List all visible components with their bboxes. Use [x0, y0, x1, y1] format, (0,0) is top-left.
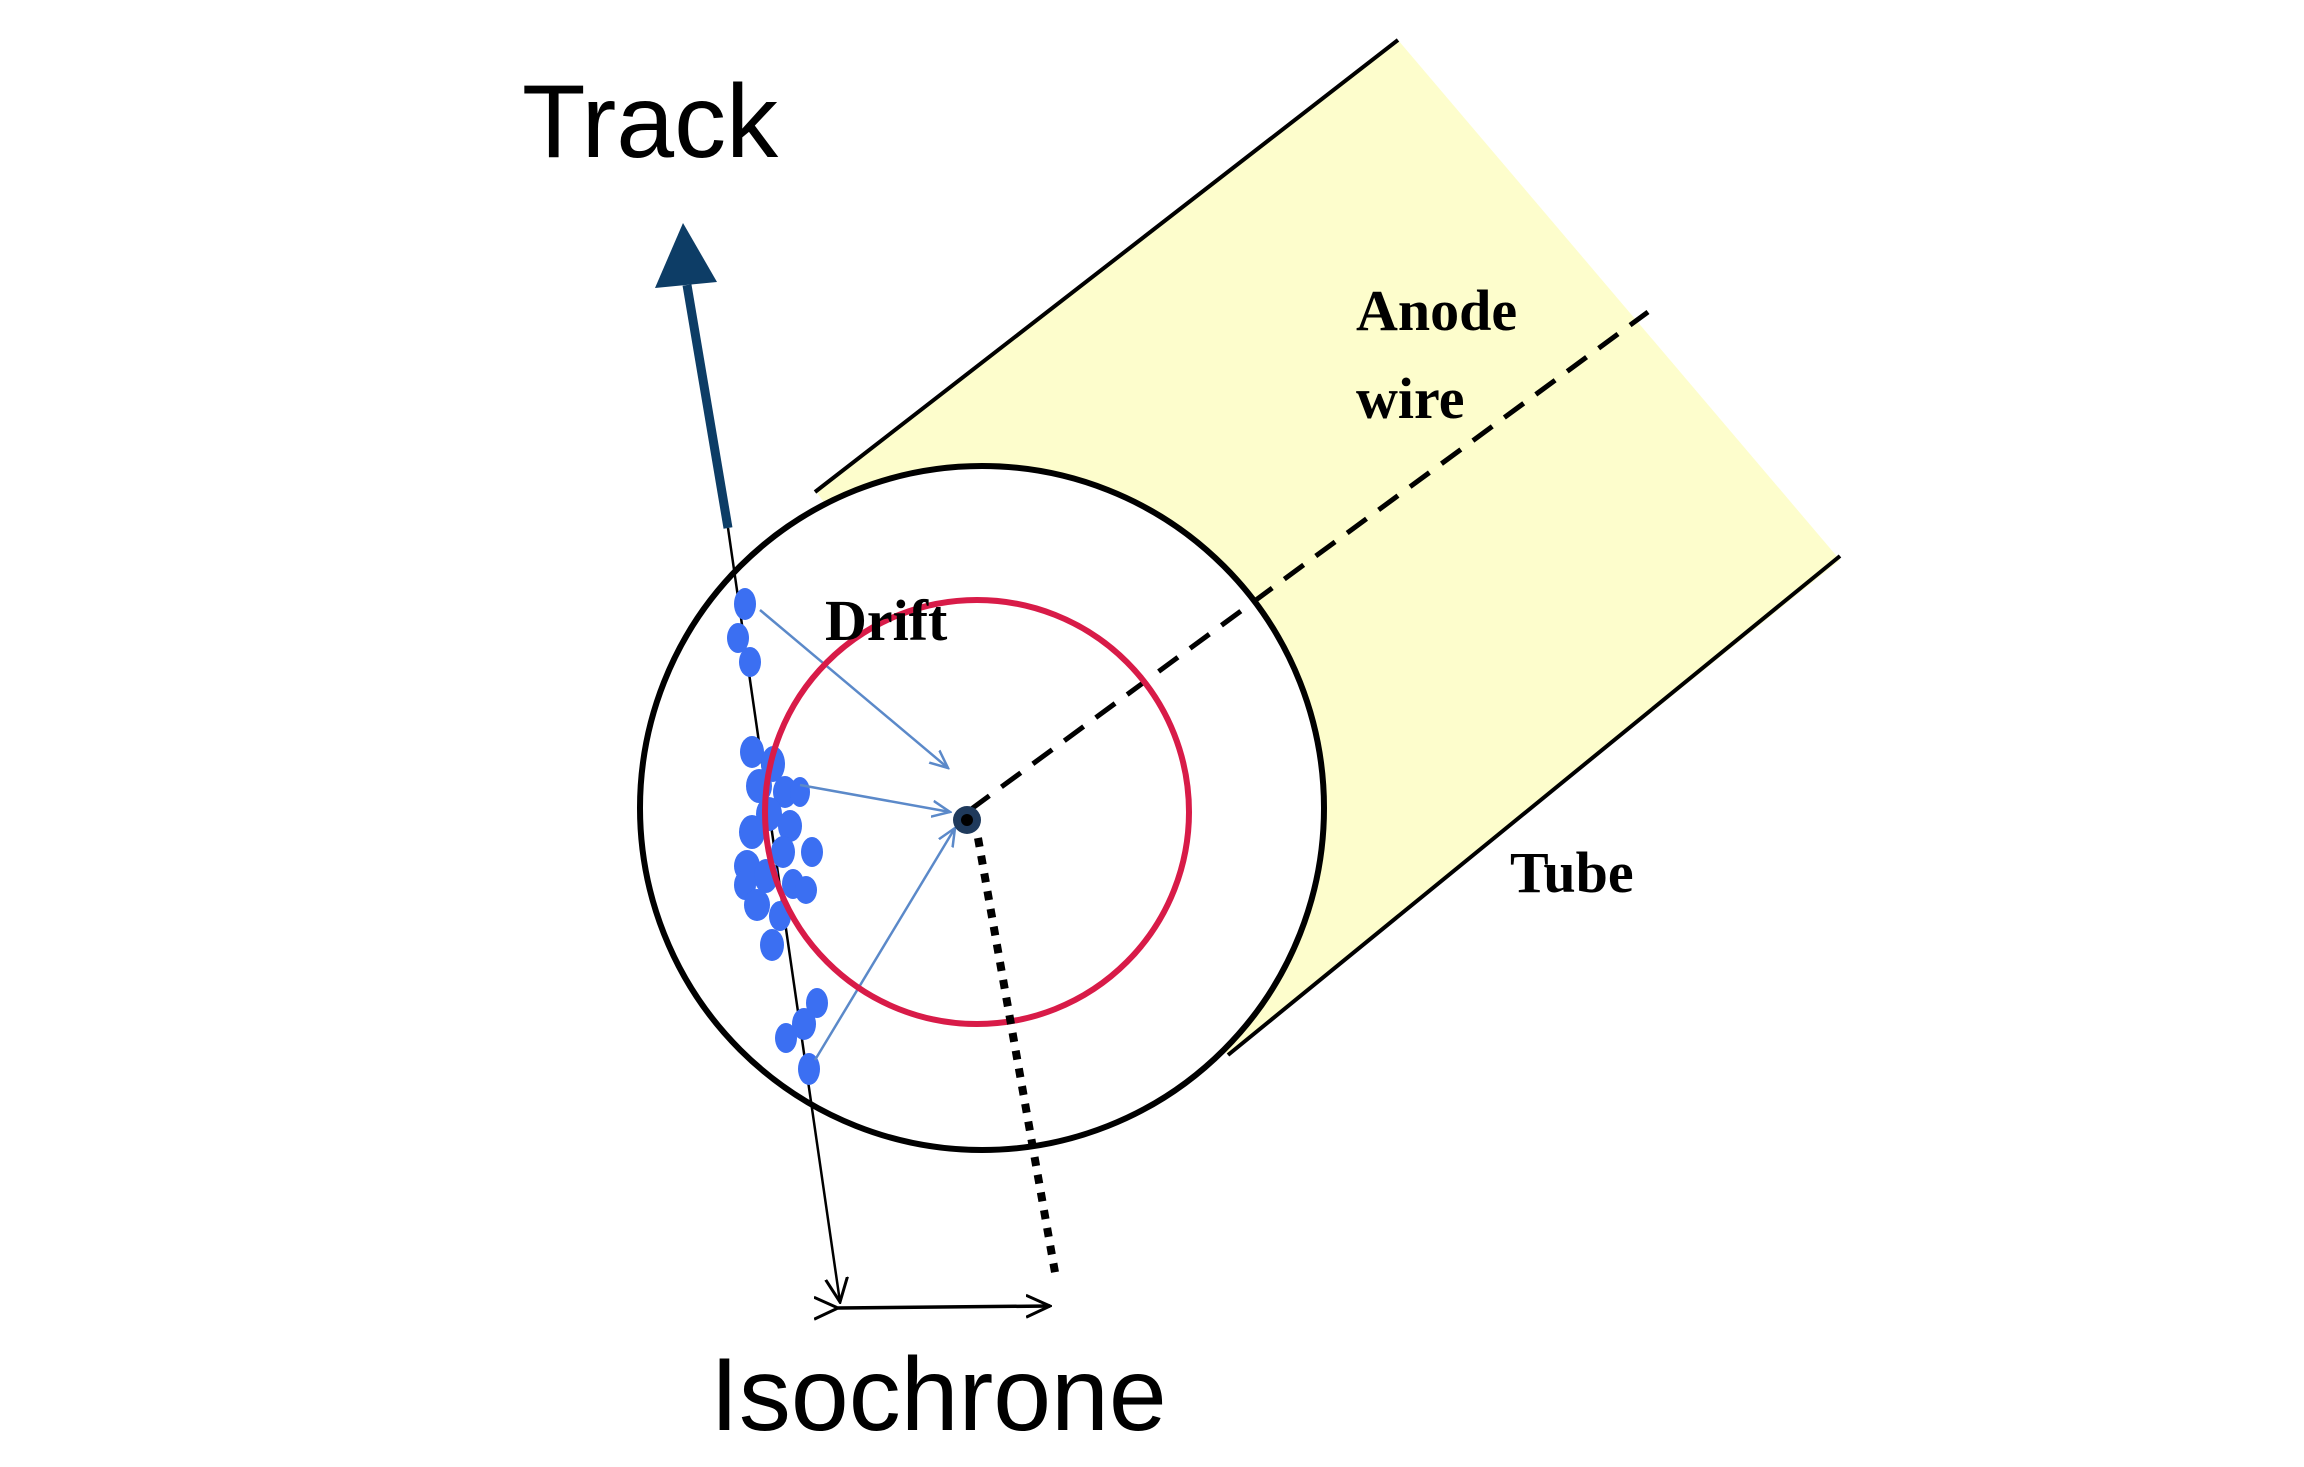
drift-label: Drift — [825, 588, 948, 653]
track-arrow-shaft — [682, 284, 733, 529]
tube-cross-section — [637, 463, 1327, 1153]
drift-arrow-lower — [813, 828, 955, 1061]
track-label: Track — [522, 64, 779, 180]
anode-wire-label-line2: wire — [1356, 366, 1464, 431]
isochrone-distance-arrow — [838, 1306, 1050, 1308]
drift-arrow-middle — [799, 783, 950, 812]
drift-arrows — [759, 609, 955, 1061]
anode-wire-label-line1: Anode — [1356, 278, 1517, 343]
isochrone-label: Isochrone — [710, 1337, 1167, 1453]
projection-line — [974, 837, 1060, 1279]
tube-top-edge — [813, 38, 1400, 494]
anode-wire — [968, 309, 1650, 813]
track-arrowhead — [655, 223, 717, 288]
drift-arrow-upper — [759, 609, 948, 768]
isochrone-circle — [762, 597, 1192, 1027]
tube-label: Tube — [1510, 840, 1634, 905]
tube-bottom-edge — [1226, 554, 1842, 1057]
